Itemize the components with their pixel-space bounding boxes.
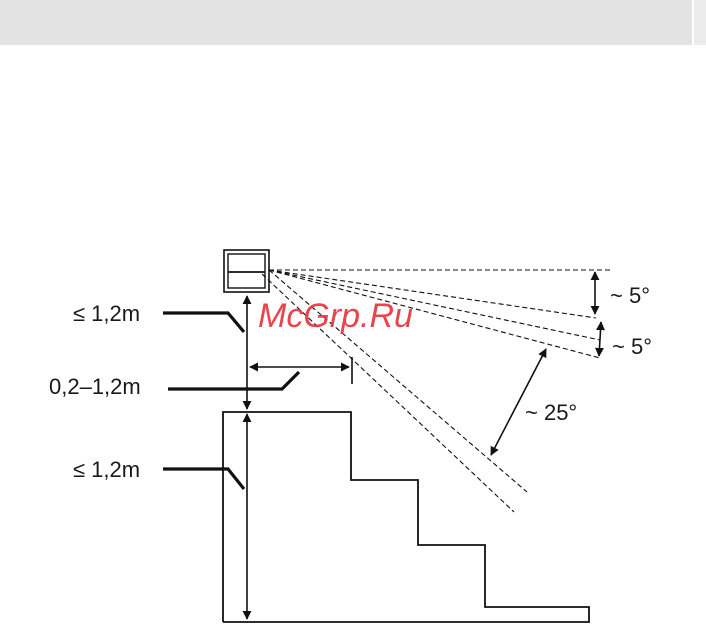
label-angle-upper: ~ 5° bbox=[610, 283, 650, 308]
label-angle-lower: ~ 25° bbox=[525, 400, 577, 425]
leader-distance bbox=[168, 372, 299, 389]
motion-sensor-icon bbox=[224, 250, 269, 292]
angle-arrow-middle bbox=[599, 322, 601, 356]
leader-height-stairs bbox=[163, 469, 244, 489]
watermark-text: McGrp.Ru bbox=[258, 297, 413, 335]
label-horizontal-distance: 0,2–1,2m bbox=[49, 374, 141, 399]
label-height-stairs: ≤ 1,2m bbox=[73, 457, 140, 482]
label-angle-middle: ~ 5° bbox=[612, 334, 652, 359]
label-height-top: ≤ 1,2m bbox=[73, 301, 140, 326]
staircase-outline bbox=[223, 412, 589, 622]
leader-height-top bbox=[163, 313, 244, 332]
